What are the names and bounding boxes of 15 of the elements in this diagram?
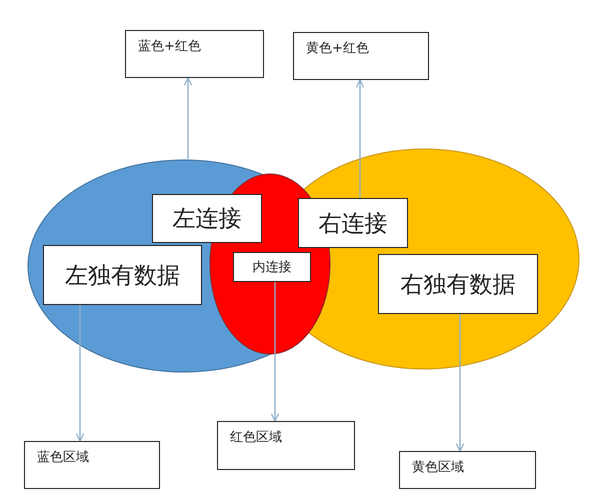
label-box: 右连接 [298,198,408,248]
label-box: 蓝色+红色 [125,30,264,78]
label-box: 黄色+红色 [293,32,429,80]
label-box: 黄色区域 [399,451,536,489]
label-box: 右独有数据 [378,254,538,314]
arrow [456,314,464,452]
label-box: 内连接 [233,252,311,282]
arrow [270,282,280,422]
label-box: 蓝色区域 [24,441,160,489]
label-box: 左连接 [152,194,262,243]
label-box: 红色区域 [217,421,355,470]
arrow [184,77,192,160]
label-box: 左独有数据 [43,245,202,305]
arrow [356,79,364,198]
arrow [76,305,84,442]
